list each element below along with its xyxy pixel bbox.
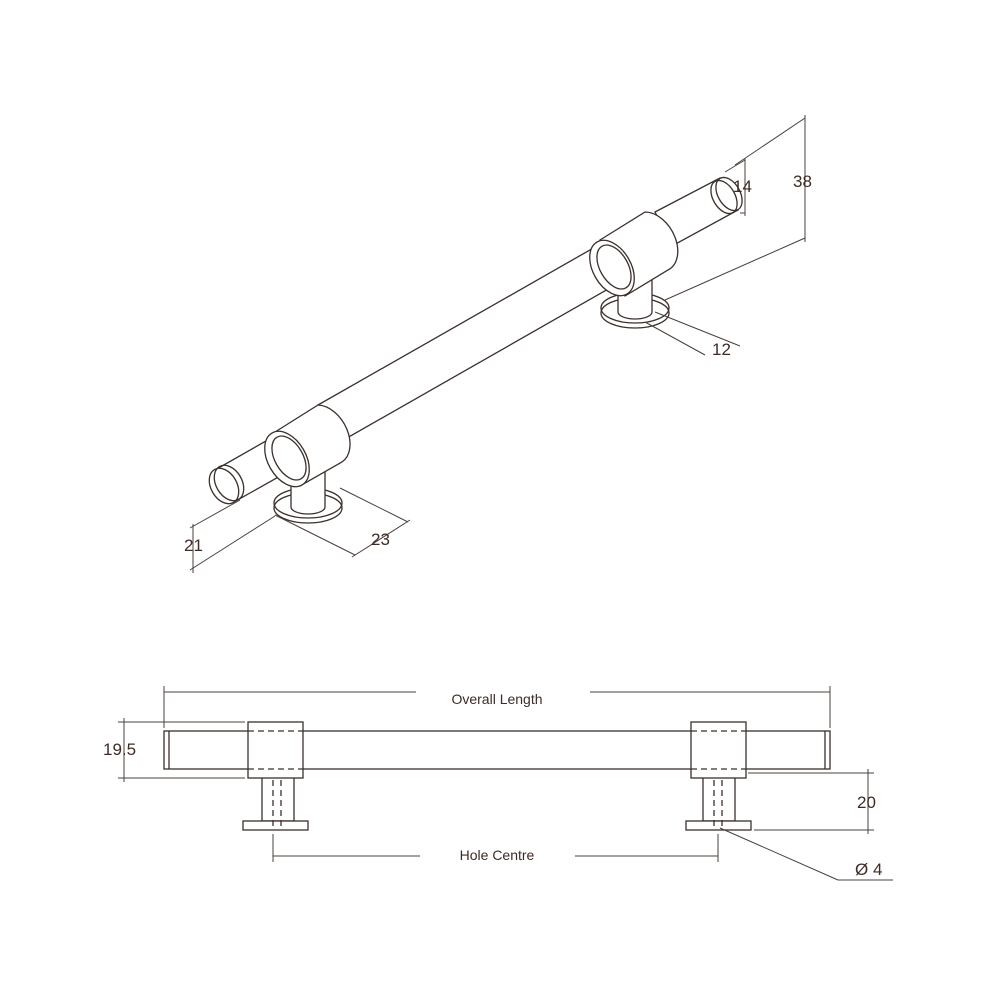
- dim-14: 14: [724, 158, 752, 216]
- front-view: Overall Length 19.5 20 Hole Centre Ø 4: [103, 686, 893, 881]
- dim-23: 23: [274, 487, 411, 558]
- dim-23-label: 23: [371, 530, 390, 549]
- right-collar-front: [690, 721, 747, 779]
- dim-overall-length: Overall Length: [163, 686, 831, 728]
- right-post-front: [702, 774, 736, 822]
- dim-38-label: 38: [793, 172, 812, 191]
- dim-19-5: 19.5: [103, 718, 245, 782]
- hole-centre-label: Hole Centre: [460, 847, 535, 863]
- dim-12-label: 12: [712, 340, 731, 359]
- dim-12: 12: [644, 311, 741, 359]
- dim-20: 20: [748, 769, 876, 834]
- dim-hole-centre: Hole Centre: [272, 834, 719, 863]
- projection-label: 20: [857, 793, 876, 812]
- isometric-view: 38 14 12 21 23: [184, 115, 812, 573]
- height-label: 19.5: [103, 740, 136, 759]
- hole-diameter-label: Ø 4: [855, 860, 882, 879]
- dim-14-label: 14: [733, 177, 752, 196]
- left-post-front: [261, 774, 295, 822]
- dim-hole-diameter: Ø 4: [719, 827, 893, 881]
- dim-21: 21: [184, 499, 276, 573]
- left-collar-front: [247, 721, 304, 779]
- overall-length-label: Overall Length: [451, 691, 542, 707]
- dim-38: 38: [664, 115, 812, 301]
- dim-21-label: 21: [184, 536, 203, 555]
